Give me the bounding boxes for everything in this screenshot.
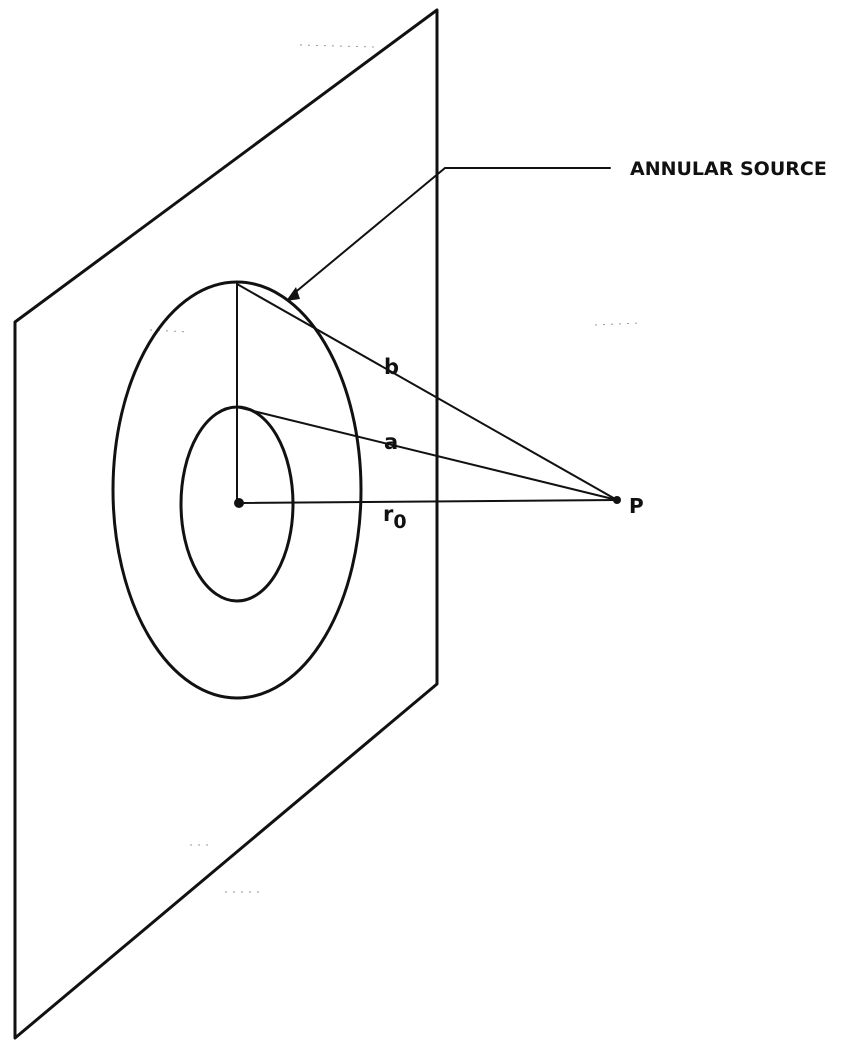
plane-outline	[13, 8, 439, 1040]
scan-noise	[149, 44, 641, 893]
r0-line	[238, 499, 618, 504]
point-p	[613, 496, 621, 504]
label-r0: r0	[383, 502, 407, 533]
label-r0-main: r	[383, 502, 394, 526]
outer-circle	[111, 280, 363, 700]
label-b: b	[384, 355, 399, 379]
annular-source-leader	[291, 167, 611, 296]
label-a: a	[384, 430, 398, 454]
b-line	[236, 283, 618, 501]
annular-source-label: ANNULAR SOURCE	[630, 158, 827, 180]
a-line	[236, 406, 618, 501]
label-r0-subscript: 0	[393, 511, 406, 533]
label-p: P	[629, 494, 644, 518]
leader-arrowhead	[286, 287, 300, 301]
